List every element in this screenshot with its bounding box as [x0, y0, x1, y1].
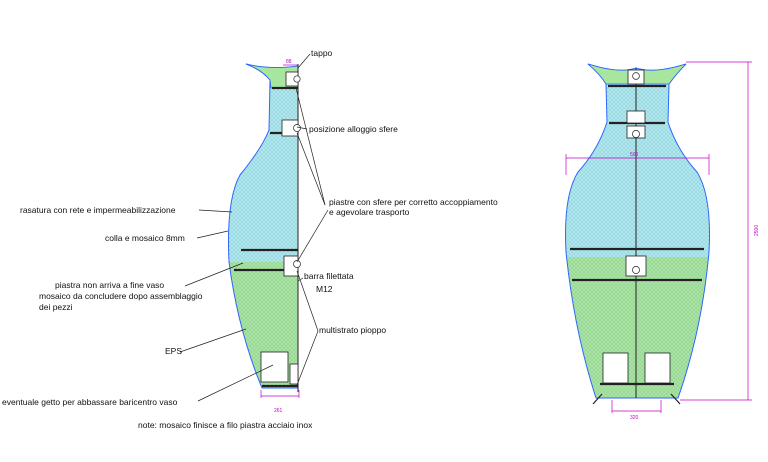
leader-multistrato-1 [296, 270, 319, 332]
label-piastre-line1: piastre con sfere per corretto accoppiam… [329, 197, 498, 207]
leader-rasatura [198, 209, 233, 213]
right-height-dimension: 2500 [754, 225, 760, 236]
right-ball-low [632, 266, 640, 274]
left-ball-low [293, 260, 301, 268]
right-ball-top [632, 72, 640, 80]
right-foot-left [592, 393, 603, 405]
left-ball-mid [293, 124, 301, 132]
left-base-dimension: 261 [274, 408, 283, 414]
label-tappo: tappo [311, 48, 333, 58]
right-foot-right [670, 393, 681, 405]
right-ballast-right [644, 352, 671, 384]
right-vase-hatch [565, 64, 710, 398]
label-piastra-line1: piastra non arriva a fine vaso [55, 280, 164, 290]
left-ballast-small [289, 363, 299, 385]
left-ballast-block [260, 351, 289, 383]
right-base-dimension: 320 [630, 415, 639, 421]
label-barra-line1: barra filettata [304, 271, 354, 281]
leader-barra [297, 277, 304, 282]
right-socket-mid [626, 110, 646, 124]
leader-getto [197, 364, 274, 402]
label-rasatura: rasatura con rete e impermeabilizzazione [20, 205, 176, 215]
right-ballast-left [602, 352, 629, 384]
label-piastra-line2: mosaico da concludere dopo assemblaggio [39, 291, 203, 301]
right-elevation-view: 500 320 2500 [565, 61, 760, 421]
leader-colla [196, 230, 229, 239]
right-ball-mid [632, 130, 640, 138]
leader-posizione [296, 126, 308, 130]
annotations: tappo posizione alloggio sfere piastre c… [2, 48, 498, 430]
leader-tappo [297, 53, 311, 69]
leader-piastra [184, 262, 244, 287]
right-socket-low [625, 255, 647, 277]
label-piastra-line3: dei pezzi [39, 302, 73, 312]
label-note: note: mosaico finisce a filo piastra acc… [138, 420, 313, 430]
left-ball-top [293, 75, 301, 83]
label-posizione-alloggio-sfere: posizione alloggio sfere [309, 124, 398, 134]
label-barra-line2: M12 [316, 284, 333, 294]
leader-piastre-1 [295, 87, 326, 206]
leader-multistrato-2 [296, 330, 319, 386]
label-piastre-line2: e agevolare trasporto [329, 207, 410, 217]
leader-piastre-2 [296, 132, 326, 206]
leader-piastre-3 [296, 209, 329, 263]
left-neck-dimension: 88 [286, 59, 292, 65]
left-vase-hatch [228, 64, 298, 388]
label-eps: EPS [165, 346, 182, 356]
label-multistrato: multistrato pioppo [319, 325, 386, 335]
right-body-dimension: 500 [630, 152, 639, 158]
left-section-view: 88 261 [227, 59, 301, 414]
label-colla-mosaico: colla e mosaico 8mm [105, 233, 185, 243]
label-getto: eventuale getto per abbassare baricentro… [2, 397, 178, 407]
leader-eps [179, 328, 247, 353]
